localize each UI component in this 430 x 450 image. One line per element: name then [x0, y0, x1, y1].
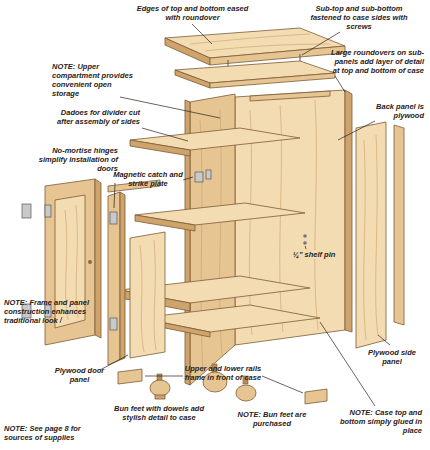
callout-label: Bun feet with dowels add stylish detail … — [105, 404, 213, 422]
callout-label: NOTE: Upper compartment provides conveni… — [52, 62, 140, 98]
callout-label: NOTE: Bun feet are purchased — [236, 410, 308, 428]
callout-label: Magnetic catch and strike plate — [113, 170, 183, 188]
callout-label: Dadoes for divider cut after assembly of… — [48, 108, 140, 126]
callout-label: Upper and lower rails frame in front of … — [184, 364, 262, 382]
callout-label: Back panel is plywood — [352, 102, 424, 120]
callout-label: Plywood door panel — [52, 366, 107, 384]
callout-label: ¼" shelf pin — [286, 250, 342, 259]
callout-label: Edges of top and bottom eased with round… — [135, 4, 250, 22]
callout-label: No-mortise hinges simplify installation … — [36, 146, 118, 173]
callout-label: Sub-top and sub-bottom fastened to case … — [300, 4, 418, 31]
callout-label: NOTE: Frame and panel construction enhan… — [4, 298, 104, 325]
callout-label: Plywood side panel — [362, 348, 422, 366]
callout-label: Large roundovers on sub-panels add layer… — [330, 48, 424, 75]
callout-label: NOTE: Case top and bottom simply glued i… — [326, 408, 422, 435]
callout-label: NOTE: See page 8 for sources of supplies — [4, 424, 99, 442]
